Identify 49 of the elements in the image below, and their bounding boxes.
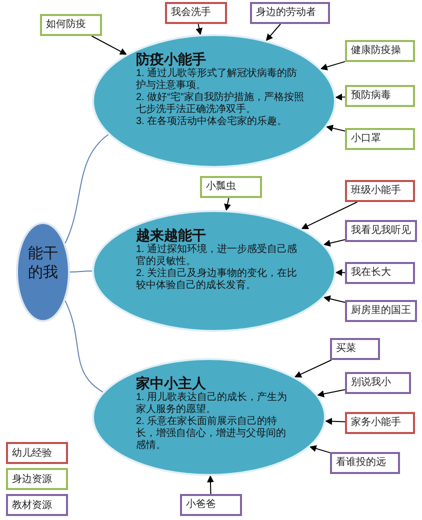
arrow: [323, 295, 346, 303]
label-box: 小口罩: [345, 128, 415, 150]
label-box: 身边的劳动者: [250, 2, 330, 24]
center-ellipse: 能干的我: [16, 222, 70, 322]
topic-heading: 家中小主人: [136, 374, 207, 392]
label-box: 我在长大: [345, 262, 415, 284]
label-box: 厨房里的国王: [345, 300, 417, 322]
connector-line: [64, 300, 104, 393]
legend-box: 教材资源: [6, 494, 68, 516]
topic-list-item: 3. 在各项活动中体会宅家的乐趣。: [136, 116, 288, 128]
label-box: 班级小能手: [345, 180, 415, 202]
arrow: [301, 202, 358, 230]
legend-box: 幼儿经验: [6, 442, 68, 464]
label-box: 我看见我听见: [345, 220, 417, 242]
topic-list-item: 2. 乐意在家长面前展示自己的特长，增强自信心，增进与父母间的感情。: [136, 416, 287, 452]
arrow: [320, 61, 346, 70]
arrow: [335, 269, 346, 276]
arrow: [224, 198, 231, 211]
arrow: [91, 36, 127, 55]
arrow: [206, 475, 214, 494]
connector-line: [64, 134, 109, 244]
label-box: 家务小能手: [345, 412, 415, 434]
label-box: 预防病毒: [345, 85, 415, 107]
topic-list-item: 1. 通过探知环境，进一步感受自己感官的灵敏性。: [136, 244, 298, 268]
label-box: 买菜: [330, 338, 380, 360]
arrow: [323, 239, 346, 247]
topic-list-item: 1. 通过儿歌等形式了解冠状病毒的防护与注意事项。: [136, 68, 298, 92]
label-box: 看谁投的远: [330, 452, 400, 474]
legend-box: 身边资源: [6, 468, 68, 490]
arrow: [266, 24, 281, 41]
label-box: 别说我小: [345, 372, 411, 394]
arrow: [294, 360, 332, 378]
label-box: 如何防疫: [40, 14, 102, 36]
topic-list-item: 1. 用儿歌表达自己的成长，产生为家人服务的愿望。: [136, 392, 288, 416]
arrow: [326, 124, 346, 132]
topic-list-item: 2. 关注自己及身边事物的变化，在比较中体验自己的成长发育。: [136, 268, 298, 292]
label-box: 健康防疫操: [345, 40, 415, 62]
connector-line: [70, 270, 92, 272]
arrow: [309, 445, 330, 454]
topic-list-item: 2. 做好“宅”家自我防护措施，严格按照七步洗手法正确洗净双手。: [136, 92, 304, 116]
arrow: [325, 418, 346, 425]
label-box: 小瓢虫: [200, 176, 262, 198]
topic-heading: 越来越能干: [136, 226, 207, 244]
arrow: [196, 24, 203, 36]
arrow: [335, 94, 346, 101]
arrow: [316, 389, 346, 398]
label-box: 小爸爸: [180, 494, 242, 516]
topic-heading: 防疫小能手: [136, 50, 207, 68]
label-box: 我会洗手: [165, 2, 227, 24]
